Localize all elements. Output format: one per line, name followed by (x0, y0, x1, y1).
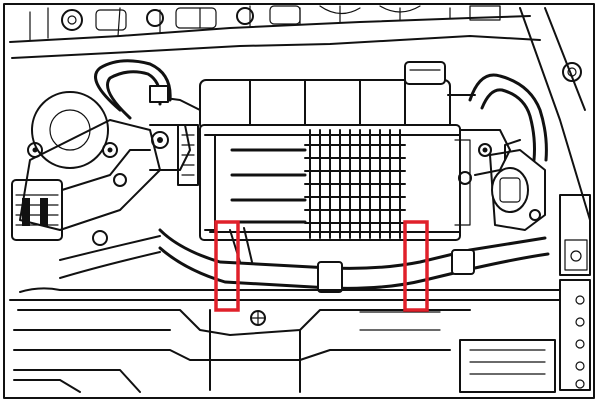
lower-crossmember (9, 287, 561, 393)
upper-right-hose (447, 73, 548, 162)
canister-fin-grid (304, 129, 406, 239)
diagram-frame (3, 3, 595, 399)
right-frame-rail (519, 7, 591, 391)
bolt-icon (250, 310, 266, 326)
top-bracket-structure (9, 5, 541, 59)
left-valve-assembly (11, 91, 199, 246)
right-hose-clamp-highlight (403, 220, 429, 312)
evap-canister (199, 61, 471, 241)
left-hose-clamp-highlight (214, 220, 240, 312)
lower-hose-run (59, 227, 550, 293)
upper-left-hose (94, 59, 201, 120)
right-valve-assembly (458, 129, 546, 231)
